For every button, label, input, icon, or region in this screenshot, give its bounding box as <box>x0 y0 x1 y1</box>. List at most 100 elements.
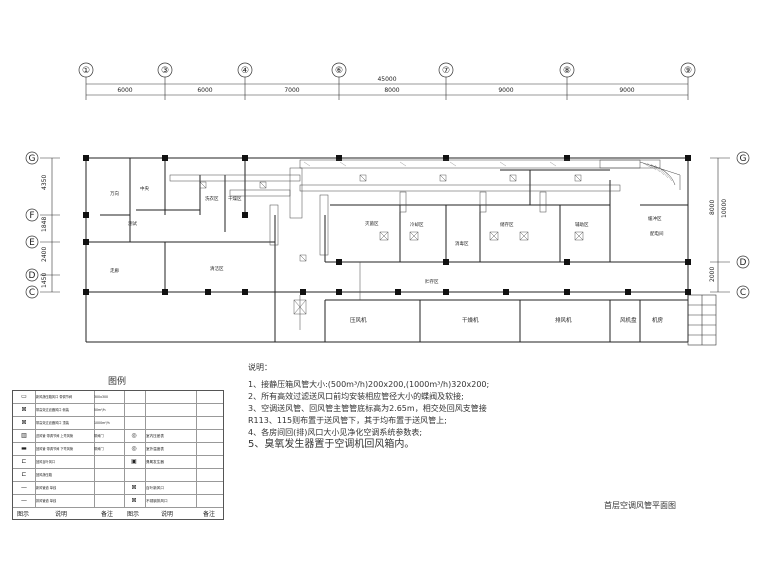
legend-row: ▭ 新风静压箱风口 带调节阀 300x300 <box>13 391 223 404</box>
design-notes: 说明： 1、接静压箱风管大小:(500m³/h)200x200,(1000m³/… <box>248 362 518 451</box>
legend-description: 回风管 带调节阀 下弯风管 <box>35 443 95 455</box>
legend-description: 回风百叶风口 <box>35 456 95 468</box>
left-dimension: 2400 <box>41 247 48 262</box>
right-dimension: 10000 <box>721 199 728 218</box>
axis-label-row: G <box>740 154 747 164</box>
legend-note <box>93 469 125 481</box>
legend-row: ▥ 送风管 带调节阀 上弯风管 带阀门 ◎ 室内压差表 <box>13 430 223 443</box>
axis-bubble-col-4 <box>237 62 253 78</box>
legend-description: 带高效过滤器风口 顶装 <box>35 417 95 429</box>
legend-symbol <box>123 404 146 416</box>
legend-symbol: ▥ <box>13 430 36 442</box>
supply-diffusers <box>199 174 584 262</box>
legend-description: 送风管 带调节阀 上弯风管 <box>35 430 95 442</box>
span-dimension: 6000 <box>117 87 132 94</box>
notes-title: 说明： <box>248 363 272 372</box>
legend-symbol: ◎ <box>123 443 146 455</box>
room-label: 消毒区 <box>455 240 469 247</box>
room-label: 机房 <box>652 316 664 324</box>
legend-description: 不锈钢排风口 <box>145 495 197 507</box>
room-label: 贮存区 <box>425 278 439 285</box>
room-label: 清洁区 <box>210 265 224 272</box>
axis-label-row: F <box>29 211 34 221</box>
axis-label-col: ③ <box>161 66 169 76</box>
legend-title: 图例 <box>108 377 127 387</box>
legend-note: 带阀门 <box>93 443 125 455</box>
legend-header-cell: 备注 <box>203 511 216 518</box>
axis-label-row: E <box>29 238 35 248</box>
exhaust-fan-icon <box>293 299 307 315</box>
legend-table: ▭ 新风静压箱风口 带调节阀 300x300 ⊠ 带高效过滤器风口 侧装 50m… <box>12 390 224 520</box>
axis-bubble-col-6 <box>331 62 347 78</box>
legend-description: 带高效过滤器风口 侧装 <box>35 404 95 416</box>
legend-row: — 排风管道 单线 ⊠ 不锈钢排风口 <box>13 495 223 508</box>
room-label: 干燥机 <box>462 316 479 324</box>
room-label: 风机盘 <box>620 316 637 324</box>
legend-symbol: — <box>13 495 36 507</box>
legend-row: ▬ 回风管 带调节阀 下弯风管 带阀门 ◎ 室外温度表 <box>13 443 223 456</box>
axis-label-col: ⑥ <box>335 66 343 76</box>
plan-title: 首层空调风管平面图 <box>604 501 676 510</box>
axis-bubble-col-1 <box>78 62 94 78</box>
room-label: 配电间 <box>650 230 664 237</box>
legend-description: 新风管道 单线 <box>35 482 95 494</box>
room-label: 储存区 <box>500 221 514 228</box>
room-label: 走廊 <box>110 267 119 274</box>
axis-label-row: C <box>740 288 746 298</box>
legend-row: ⊏ 回风百叶风口 ▣ 臭氧发生器 <box>13 456 223 469</box>
room-label: 万向 <box>110 190 119 197</box>
legend-symbol <box>123 417 146 429</box>
axis-bubble-col-9 <box>680 62 696 78</box>
building-walls <box>85 157 689 343</box>
span-dimension: 8000 <box>384 87 399 94</box>
legend-symbol <box>123 391 146 403</box>
legend-header-cell: 说明 <box>161 511 174 518</box>
axis-label-col: ⑦ <box>442 66 450 76</box>
room-label: 辅助区 <box>575 221 589 228</box>
structural-columns <box>83 155 691 295</box>
legend-symbol: — <box>13 482 36 494</box>
legend-row: ⊠ 带高效过滤器风口 顶装 1000m³/h <box>13 417 223 430</box>
row-axis-bubbles-left <box>25 151 39 299</box>
room-label: 冷却区 <box>410 221 424 228</box>
legend-note: 300x300 <box>93 391 125 403</box>
axis-label-row: G <box>29 154 36 164</box>
legend-symbol: ⊠ <box>123 482 146 494</box>
legend-header-cell: 图示 <box>127 511 140 518</box>
row-axis-bubbles-right <box>736 151 750 299</box>
legend-symbol: ⊏ <box>13 456 36 468</box>
legend-symbol: ▬ <box>13 443 36 455</box>
stair <box>687 294 717 346</box>
room-label: 压风机 <box>350 316 367 324</box>
legend-description <box>145 469 197 481</box>
legend-row: ⊏ 回风静压箱 <box>13 469 223 482</box>
room-label: 测试 <box>128 220 137 227</box>
axis-bubble-col-3 <box>157 62 173 78</box>
legend-symbol: ▭ <box>13 391 36 403</box>
legend-description <box>145 404 197 416</box>
legend-note: 50m³/h <box>93 404 125 416</box>
legend-symbol: ◎ <box>123 430 146 442</box>
legend-description: 室外温度表 <box>145 443 197 455</box>
legend-symbol: ▣ <box>123 456 146 468</box>
right-dimension: 8000 <box>709 200 716 215</box>
legend-note <box>93 456 125 468</box>
legend-header-cell: 备注 <box>101 511 114 518</box>
axis-label-row: D <box>740 258 747 268</box>
legend-note: 1000m³/h <box>93 417 125 429</box>
legend-note: 带阀门 <box>93 430 125 442</box>
total-dimension: 45000 <box>377 76 396 83</box>
legend-description: 室内压差表 <box>145 430 197 442</box>
room-label: 洗衣区 <box>205 195 219 202</box>
legend-description: 新风静压箱风口 带调节阀 <box>35 391 95 403</box>
axis-bubble-col-8 <box>559 62 575 78</box>
right-dimension: 2000 <box>709 267 716 282</box>
span-dimension: 9000 <box>498 87 513 94</box>
note-line: 5、臭氧发生器置于空调机回风箱内。 <box>248 439 415 450</box>
legend-symbol: ⊏ <box>13 469 36 481</box>
legend-symbol: ⊠ <box>13 404 36 416</box>
duct-runs <box>169 159 681 330</box>
span-dimension: 6000 <box>197 87 212 94</box>
legend-row: — 新风管道 单线 ⊠ 百叶新风口 <box>13 482 223 495</box>
duct-hatching <box>303 161 673 182</box>
